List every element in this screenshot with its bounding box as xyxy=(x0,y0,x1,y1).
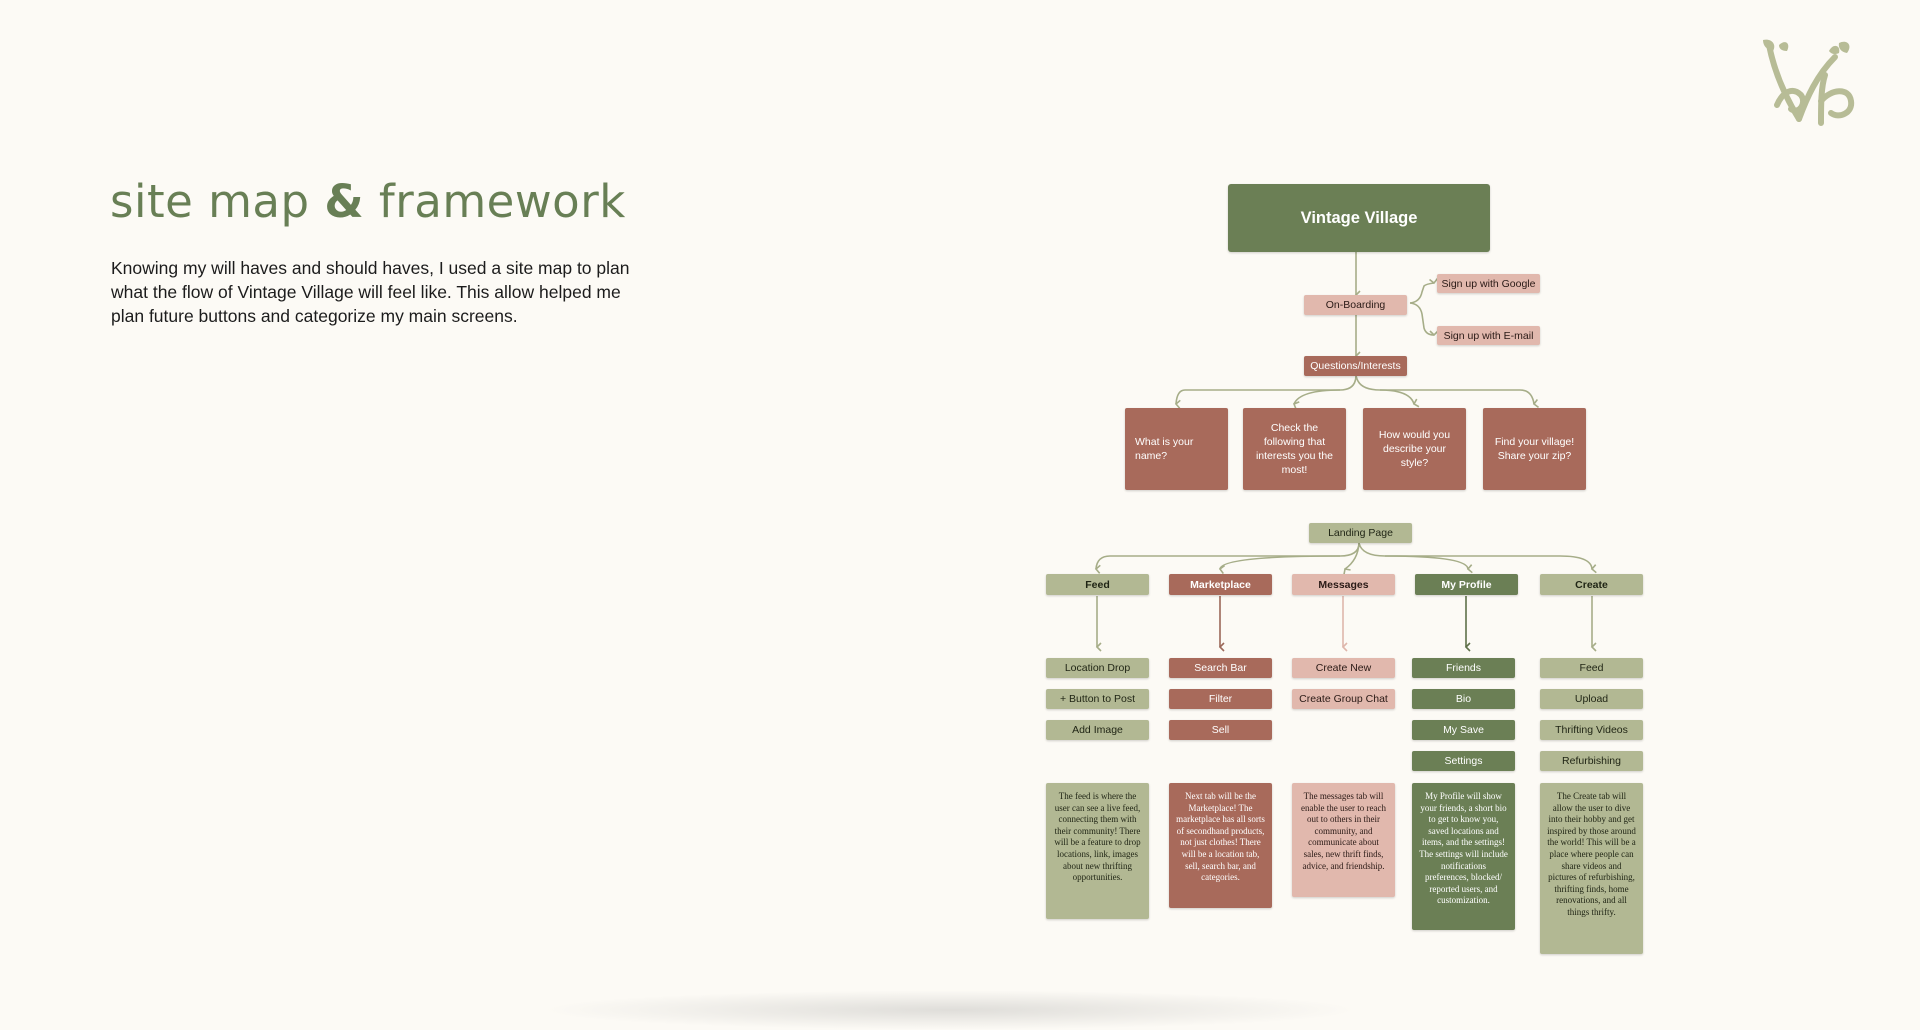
question-card: Check the following that interests you t… xyxy=(1243,408,1346,490)
question-card: How would you describe your style? xyxy=(1363,408,1466,490)
messages-item: Create New xyxy=(1292,658,1395,678)
section-header-my-profile: My Profile xyxy=(1415,574,1518,595)
site-map-diagram: Vintage Village On-Boarding Sign up with… xyxy=(1040,178,1650,968)
feed-item: Location Drop xyxy=(1046,658,1149,678)
my-profile-item: Friends xyxy=(1412,658,1515,678)
create-item: Feed xyxy=(1540,658,1643,678)
feed-description-card: The feed is where the user can see a liv… xyxy=(1046,783,1149,919)
landing-page-node: Landing Page xyxy=(1309,523,1412,543)
page-title-part2: framework xyxy=(364,175,626,228)
messages-item: Create Group Chat xyxy=(1292,689,1395,709)
section-header-marketplace: Marketplace xyxy=(1169,574,1272,595)
bottom-shadow xyxy=(540,990,1360,1030)
page-title: site map & framework xyxy=(110,175,626,228)
vintage-village-logo-icon xyxy=(1763,39,1855,126)
section-header-create: Create xyxy=(1540,574,1643,595)
create-description-card: The Create tab will allow the user to di… xyxy=(1540,783,1643,954)
marketplace-item: Filter xyxy=(1169,689,1272,709)
feed-item: + Button to Post xyxy=(1046,689,1149,709)
page-title-part1: site map xyxy=(110,175,325,228)
question-card: What is your name? xyxy=(1125,408,1228,490)
my-profile-item: Settings xyxy=(1412,751,1515,771)
my-profile-item: My Save xyxy=(1412,720,1515,740)
my-profile-item: Bio xyxy=(1412,689,1515,709)
create-item: Thrifting Videos xyxy=(1540,720,1643,740)
marketplace-item: Sell xyxy=(1169,720,1272,740)
feed-item: Add Image xyxy=(1046,720,1149,740)
section-header-messages: Messages xyxy=(1292,574,1395,595)
marketplace-item: Search Bar xyxy=(1169,658,1272,678)
page-title-ampersand: & xyxy=(324,175,365,228)
onboarding-node: On-Boarding xyxy=(1304,295,1407,315)
create-item: Upload xyxy=(1540,689,1643,709)
intro-text: Knowing my will haves and should haves, … xyxy=(111,258,630,326)
marketplace-description-card: Next tab will be the Marketplace! The ma… xyxy=(1169,783,1272,908)
site-map-connectors xyxy=(1094,246,1597,652)
create-item: Refurbishing xyxy=(1540,751,1643,771)
messages-description-card: The messages tab will enable the user to… xyxy=(1292,783,1395,897)
signup-google-node: Sign up with Google xyxy=(1437,274,1540,293)
questions-interests-node: Questions/Interests xyxy=(1304,356,1407,376)
section-header-feed: Feed xyxy=(1046,574,1149,595)
my-profile-description-card: My Profile will show your friends, a sho… xyxy=(1412,783,1515,930)
question-card: Find your village! Share your zip? xyxy=(1483,408,1586,490)
signup-email-node: Sign up with E-mail xyxy=(1437,326,1540,345)
root-node: Vintage Village xyxy=(1228,184,1490,252)
